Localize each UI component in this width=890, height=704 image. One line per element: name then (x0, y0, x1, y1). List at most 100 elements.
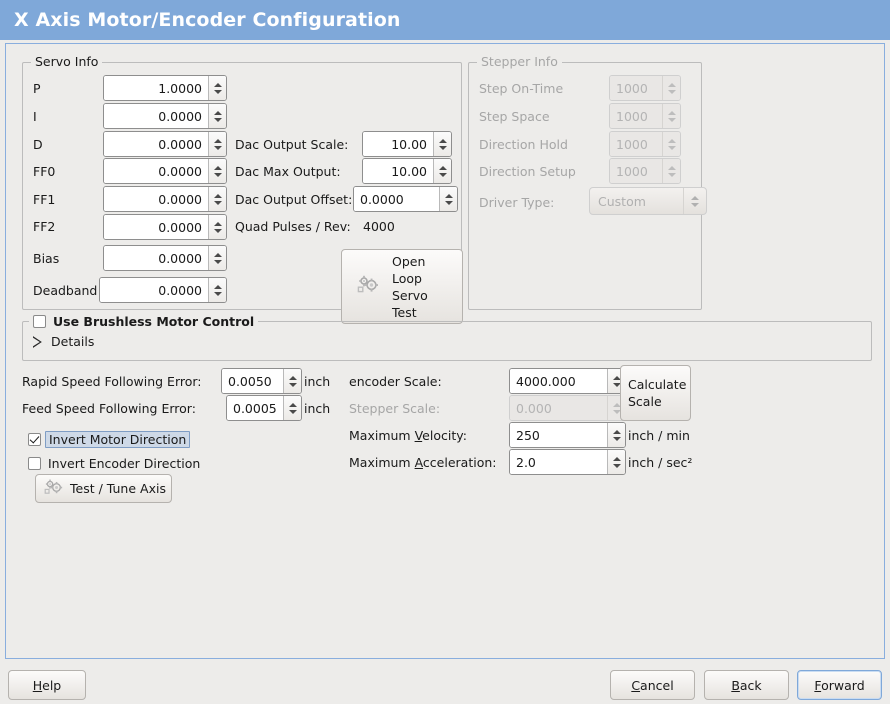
servo-field-i[interactable]: 0.0000 (103, 103, 227, 129)
use-brushless-motor-control-label: Use Brushless Motor Control (53, 314, 255, 329)
servo-field-bias[interactable]: 0.0000 (103, 245, 227, 271)
checkbox-box (33, 315, 46, 328)
calculate-scale-button[interactable]: Calculate Scale (620, 365, 691, 421)
rapid-speed-following-error-field[interactable]: 0.0050 (221, 368, 302, 394)
servo-field-ff0[interactable]: 0.0000 (103, 158, 227, 184)
servo-field-label-ff1: FF1 (33, 192, 56, 207)
brushless-legend: Use Brushless Motor Control (29, 313, 259, 329)
stepper-field-direction-setup-stepper (662, 159, 680, 183)
stepper-field-label-step-space: Step Space (479, 109, 550, 124)
servo-field-ff0-value: 0.0000 (104, 159, 208, 183)
servo-info-legend: Servo Info (31, 54, 103, 69)
dac-output-offset-label: Dac Output Offset: (235, 192, 353, 207)
dac-output-scale-field[interactable]: 10.00 (362, 131, 452, 157)
invert-motor-direction-checkbox[interactable]: Invert Motor Direction (28, 431, 191, 448)
maximum-acceleration-field[interactable]: 2.0 (509, 449, 626, 475)
servo-field-bias-stepper[interactable] (208, 246, 226, 270)
driver-type-label: Driver Type: (479, 195, 555, 210)
test-tune-axis-label: Test / Tune Axis (70, 481, 166, 496)
servo-field-d[interactable]: 0.0000 (103, 131, 227, 157)
servo-field-ff1[interactable]: 0.0000 (103, 186, 227, 212)
maximum-velocity-value: 250 (510, 423, 607, 447)
servo-field-deadband[interactable]: 0.0000 (99, 277, 227, 303)
gears-icon (356, 274, 380, 299)
servo-field-i-stepper[interactable] (208, 104, 226, 128)
invert-motor-direction-label: Invert Motor Direction (45, 431, 191, 448)
dac-output-offset-field[interactable]: 0.0000 (353, 186, 458, 212)
servo-field-ff1-stepper[interactable] (208, 187, 226, 211)
stepper-field-direction-setup: 1000 (609, 158, 681, 184)
maximum-velocity-stepper[interactable] (607, 423, 625, 447)
servo-field-ff2-stepper[interactable] (208, 215, 226, 239)
servo-field-d-stepper[interactable] (208, 132, 226, 156)
feed-speed-following-error-field[interactable]: 0.0005 (226, 395, 302, 421)
servo-field-p[interactable]: 1.0000 (103, 75, 227, 101)
feed-speed-following-error-stepper[interactable] (283, 396, 301, 420)
dac-max-output-value: 10.00 (363, 159, 433, 183)
servo-field-deadband-stepper[interactable] (208, 278, 226, 302)
forward-button-label: Forward (814, 677, 865, 693)
servo-field-label-ff0: FF0 (33, 164, 56, 179)
servo-field-label-p: P (33, 81, 41, 96)
test-tune-axis-button[interactable]: Test / Tune Axis (35, 474, 172, 503)
encoder-scale-field[interactable]: 4000.000 (509, 368, 626, 394)
dac-max-output-stepper[interactable] (433, 159, 451, 183)
maximum-acceleration-stepper[interactable] (607, 450, 625, 474)
servo-field-bias-value: 0.0000 (104, 246, 208, 270)
invert-encoder-direction-label: Invert Encoder Direction (48, 456, 201, 471)
forward-button[interactable]: Forward (797, 670, 882, 700)
details-expander[interactable]: Details (33, 334, 94, 350)
back-button-label: Back (731, 677, 762, 693)
dac-max-output-field[interactable]: 10.00 (362, 158, 452, 184)
servo-field-label-i: I (33, 109, 37, 124)
stepper-field-step-on-time-stepper (662, 76, 680, 100)
stepper-scale-value: 0.000 (510, 396, 607, 420)
calculate-scale-line-2: Scale (628, 394, 662, 409)
stepper-field-direction-hold: 1000 (609, 131, 681, 157)
servo-field-ff2-value: 0.0000 (104, 215, 208, 239)
back-button[interactable]: Back (704, 670, 789, 700)
help-button[interactable]: Help (8, 670, 86, 700)
invert-encoder-direction-checkbox[interactable]: Invert Encoder Direction (28, 456, 200, 471)
open-loop-line-4: Test (392, 304, 417, 320)
maximum-acceleration-unit: inch / sec² (628, 455, 693, 470)
dac-output-scale-value: 10.00 (363, 132, 433, 156)
stepper-field-step-space: 1000 (609, 103, 681, 129)
dac-output-scale-label: Dac Output Scale: (235, 137, 349, 152)
servo-field-ff0-stepper[interactable] (208, 159, 226, 183)
servo-field-label-d: D (33, 137, 43, 152)
dac-output-offset-value: 0.0000 (354, 187, 439, 211)
feed-speed-unit: inch (304, 401, 331, 416)
quad-pulses-label: Quad Pulses / Rev: (235, 219, 351, 234)
use-brushless-motor-control-checkbox[interactable]: Use Brushless Motor Control (33, 314, 254, 329)
servo-field-ff2[interactable]: 0.0000 (103, 214, 227, 240)
servo-field-ff1-value: 0.0000 (104, 187, 208, 211)
stepper-field-direction-hold-stepper (662, 132, 680, 156)
rapid-speed-following-error-stepper[interactable] (283, 369, 301, 393)
open-loop-servo-test-button[interactable]: Open Loop Servo Test (341, 249, 463, 324)
encoder-scale-value: 4000.000 (510, 369, 607, 393)
maximum-velocity-field[interactable]: 250 (509, 422, 626, 448)
servo-field-d-value: 0.0000 (104, 132, 208, 156)
maximum-velocity-unit: inch / min (628, 428, 690, 443)
quad-pulses-value: 4000 (363, 219, 395, 234)
dac-output-offset-stepper[interactable] (439, 187, 457, 211)
stepper-field-step-on-time-value: 1000 (610, 76, 662, 100)
stepper-field-label-direction-hold: Direction Hold (479, 137, 568, 152)
feed-speed-following-error-value: 0.0005 (227, 396, 283, 420)
dac-output-scale-stepper[interactable] (433, 132, 451, 156)
maximum-velocity-label: Maximum Velocity: (349, 428, 467, 443)
servo-field-p-value: 1.0000 (104, 76, 208, 100)
help-button-label: Help (32, 677, 62, 693)
page-title: X Axis Motor/Encoder Configuration (14, 9, 401, 31)
stepper-field-step-space-stepper (662, 104, 680, 128)
encoder-scale-label: encoder Scale: (349, 374, 442, 389)
servo-field-label-bias: Bias (33, 251, 60, 266)
servo-field-p-stepper[interactable] (208, 76, 226, 100)
brushless-motor-group: Use Brushless Motor Control Details (22, 313, 872, 361)
servo-field-deadband-value: 0.0000 (100, 278, 208, 302)
open-loop-servo-test-label: Open Loop Servo Test (392, 253, 428, 321)
configuration-panel: Servo Info P I D FF0 FF1 FF2 Bias Deadba… (5, 43, 885, 659)
cancel-button[interactable]: Cancel (610, 670, 695, 700)
servo-field-i-value: 0.0000 (104, 104, 208, 128)
